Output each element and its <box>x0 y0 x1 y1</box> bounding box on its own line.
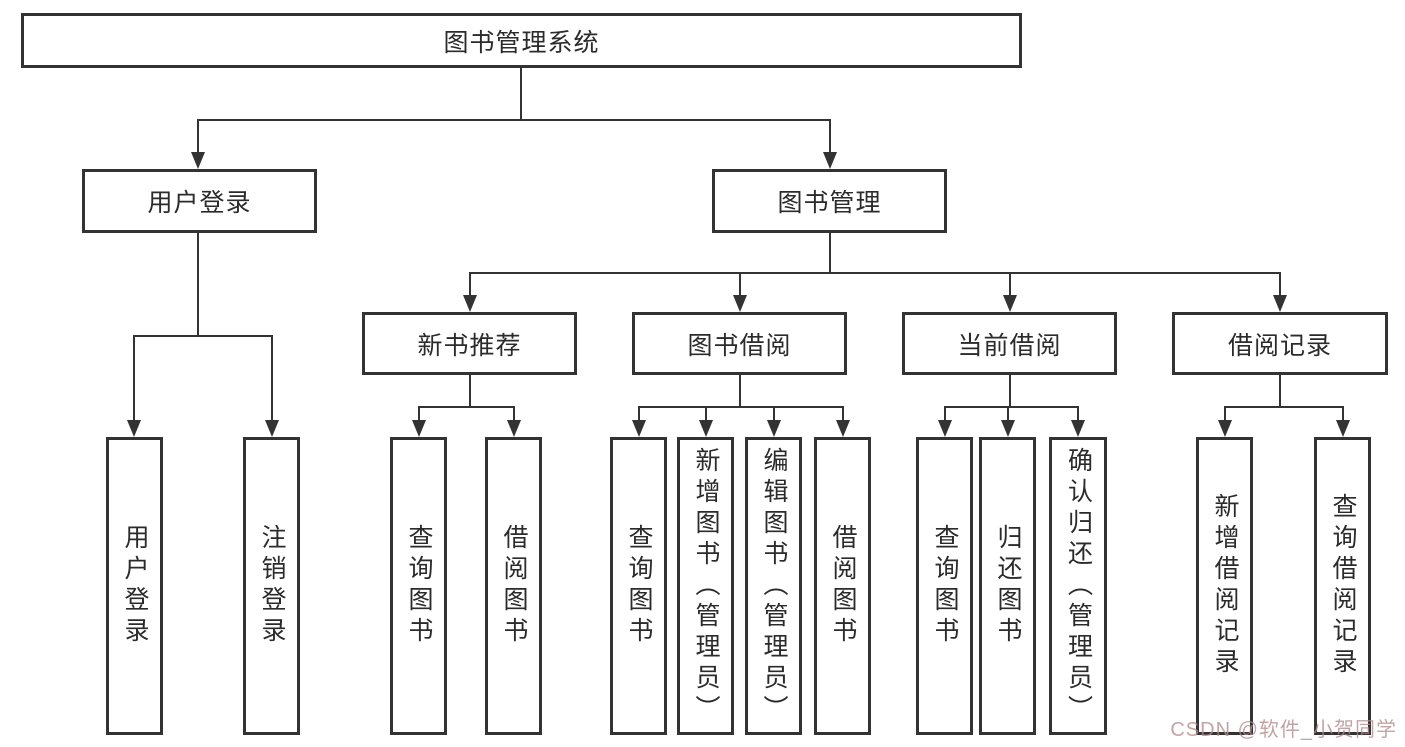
node-book-borrowing: 图书借阅 <box>632 312 847 375</box>
leaf-user-login-label: 用户登录 <box>121 524 149 648</box>
leaf-confirm-return-admin: 确认归还（管理员） <box>1049 437 1107 735</box>
node-book-management: 图书管理 <box>712 169 947 233</box>
connector-user-login-drop <box>197 120 199 156</box>
leaf-add-borrow-record: 新增借阅记录 <box>1196 437 1253 735</box>
arrowhead-icon <box>1001 420 1015 437</box>
connector-new-book-drop <box>469 273 471 299</box>
leaf-edit-book-admin: 编辑图书（管理员） <box>745 437 802 735</box>
arrowhead-icon <box>1218 420 1232 437</box>
leaf-borrow-books-borrowing: 借阅图书 <box>814 437 871 735</box>
watermark: CSDN @软件_小贺同学 <box>1170 719 1397 741</box>
arrowhead-icon <box>632 420 646 437</box>
arrowhead-icon <box>1273 295 1287 312</box>
connector-current-borrow-drop <box>1009 273 1011 299</box>
connector-leaf-drop <box>1224 407 1226 424</box>
arrowhead-icon <box>938 420 952 437</box>
arrowhead-icon <box>1071 420 1085 437</box>
connector-user-login-stem <box>197 233 199 337</box>
node-library-system-label: 图书管理系统 <box>443 28 600 57</box>
leaf-user-login: 用户登录 <box>106 437 163 735</box>
arrowhead-icon <box>412 420 426 437</box>
node-new-book-recommend-label: 新书推荐 <box>417 331 522 360</box>
connector-borrow-records-stem <box>1279 375 1281 408</box>
connector-borrow-records-horizontal <box>1224 406 1344 408</box>
leaf-edit-book-admin-label: 编辑图书（管理员） <box>760 446 788 726</box>
connector-leaf-drop <box>1007 407 1009 424</box>
node-user-login-label: 用户登录 <box>147 189 252 217</box>
connector-borrow-records-drop <box>1279 273 1281 299</box>
node-borrowing-records: 借阅记录 <box>1172 312 1388 375</box>
leaf-query-books-recommend: 查询图书 <box>390 437 447 735</box>
connector-book-borrow-stem <box>739 375 741 408</box>
connector-leaf-drop <box>1342 407 1344 424</box>
connector-current-borrow-stem <box>1009 375 1011 408</box>
connector-leaf-drop <box>773 407 775 424</box>
leaf-logout-login-label: 注销登录 <box>258 524 286 648</box>
connector-leaf-drop <box>842 407 844 424</box>
leaf-add-book-admin: 新增图书（管理员） <box>677 437 734 735</box>
node-current-borrowing-label: 当前借阅 <box>957 331 1062 360</box>
arrowhead-icon <box>823 152 837 169</box>
leaf-return-books-label: 归还图书 <box>994 524 1022 648</box>
leaf-query-books-current-label: 查询图书 <box>931 524 959 648</box>
connector-user-login-horizontal <box>133 335 273 337</box>
leaf-query-borrow-record-label: 查询借阅记录 <box>1329 493 1357 679</box>
leaf-logout-login: 注销登录 <box>243 437 300 735</box>
connector-book-borrow-drop <box>739 273 741 299</box>
leaf-return-books: 归还图书 <box>979 437 1036 735</box>
node-user-login: 用户登录 <box>82 169 317 233</box>
connector-leaf-drop <box>513 407 515 424</box>
arrowhead-icon <box>507 420 521 437</box>
leaf-query-books-current: 查询图书 <box>916 437 973 735</box>
connector-root-stem <box>520 68 522 121</box>
leaf-borrow-books-recommend-label: 借阅图书 <box>500 524 528 648</box>
connector-level3-horizontal <box>469 272 1281 274</box>
arrowhead-icon <box>191 152 205 169</box>
connector-book-borrow-horizontal <box>638 406 844 408</box>
arrowhead-icon <box>463 295 477 312</box>
connector-book-management-drop <box>829 120 831 156</box>
connector-root-horizontal <box>197 119 831 121</box>
connector-current-borrow-horizontal <box>944 406 1079 408</box>
connector-leaf-drop <box>944 407 946 424</box>
connector-leaf-drop <box>705 407 707 424</box>
arrowhead-icon <box>733 295 747 312</box>
connector-new-book-horizontal <box>418 406 515 408</box>
arrowhead-icon <box>1003 295 1017 312</box>
connector-leaf-drop <box>638 407 640 424</box>
node-library-system: 图书管理系统 <box>21 13 1022 68</box>
leaf-query-books-borrowing-label: 查询图书 <box>625 524 653 648</box>
connector-leaf-drop <box>418 407 420 424</box>
connector-leaf-user-login-drop <box>133 336 135 425</box>
node-current-borrowing: 当前借阅 <box>902 312 1117 375</box>
leaf-query-borrow-record: 查询借阅记录 <box>1314 437 1371 735</box>
leaf-add-book-admin-label: 新增图书（管理员） <box>692 446 720 726</box>
connector-leaf-logout-drop <box>271 336 273 425</box>
connector-new-book-stem <box>469 375 471 408</box>
leaf-add-borrow-record-label: 新增借阅记录 <box>1211 493 1239 679</box>
node-new-book-recommend: 新书推荐 <box>362 312 577 375</box>
arrowhead-icon <box>1336 420 1350 437</box>
leaf-borrow-books-borrowing-label: 借阅图书 <box>829 524 857 648</box>
node-book-management-label: 图书管理 <box>777 189 882 217</box>
node-book-borrowing-label: 图书借阅 <box>687 331 792 360</box>
arrowhead-icon <box>767 420 781 437</box>
arrowhead-icon <box>836 420 850 437</box>
node-borrowing-records-label: 借阅记录 <box>1227 331 1332 360</box>
connector-leaf-drop <box>1077 407 1079 424</box>
connector-book-management-stem <box>829 233 831 274</box>
leaf-borrow-books-recommend: 借阅图书 <box>485 437 542 735</box>
arrowhead-icon <box>699 420 713 437</box>
arrowhead-icon <box>127 420 141 437</box>
leaf-confirm-return-admin-label: 确认归还（管理员） <box>1064 446 1093 726</box>
arrowhead-icon <box>265 420 279 437</box>
leaf-query-books-borrowing: 查询图书 <box>610 437 667 735</box>
leaf-query-books-recommend-label: 查询图书 <box>405 524 433 648</box>
